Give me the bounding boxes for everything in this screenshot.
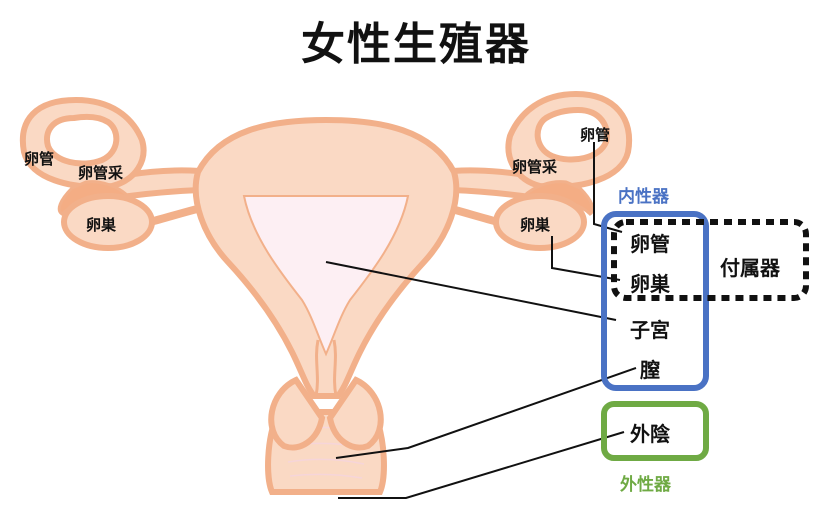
internal-item-oviduct: 卵管: [630, 232, 670, 256]
uterine-cavity: [242, 195, 410, 357]
pointer-vagina: [335, 367, 637, 459]
label-right-oviduct: 卵管: [580, 126, 611, 144]
pointer-vulva: [338, 431, 625, 499]
cervix-left: [268, 376, 326, 451]
label-left-ovary: 卵巣: [86, 216, 117, 234]
pointer-uterus: [325, 261, 617, 321]
diagram-title: 女性生殖器: [301, 19, 531, 70]
internal-item-vagina: 膣: [640, 358, 660, 382]
label-left-fimbriae: 卵管采: [78, 164, 124, 182]
pointer-oviduct: [593, 142, 623, 233]
cervix-right: [326, 376, 384, 451]
external-item-vulva: 外陰: [630, 422, 670, 446]
adnexa-label: 付属器: [720, 256, 780, 280]
vagina-rugae: [287, 426, 365, 479]
external-organs-box: [601, 401, 709, 461]
internal-item-uterus: 子宮: [630, 318, 670, 342]
left-ampulla: [19, 96, 147, 190]
label-right-fimbriae: 卵管采: [512, 158, 558, 176]
label-left-oviduct: 卵管: [24, 150, 55, 168]
pointer-ovary: [551, 236, 621, 281]
label-right-ovary: 卵巣: [520, 216, 551, 234]
adnexa-box: [611, 219, 809, 301]
internal-organs-heading: 内性器: [618, 187, 669, 207]
cervical-canal: [314, 339, 338, 397]
external-organs-heading: 外性器: [620, 475, 671, 495]
internal-organs-box: [601, 211, 709, 391]
right-ampulla: [505, 90, 633, 190]
internal-item-ovary: 卵巣: [630, 272, 670, 296]
